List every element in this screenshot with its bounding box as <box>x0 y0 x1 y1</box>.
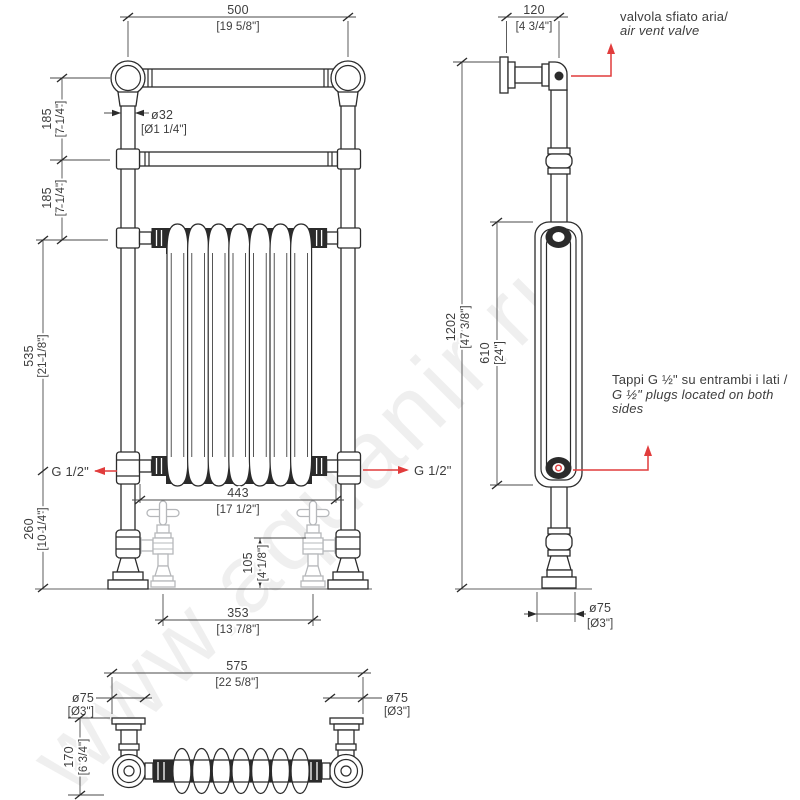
dim-seg4-in: [10 1/4"] <box>37 507 49 550</box>
air-vent-valve-dot <box>554 71 564 81</box>
dim-plan-width-in: [22 5/8"] <box>215 677 258 689</box>
dim-tube-dia-in: [Ø1 1/4"] <box>141 124 187 136</box>
union-nut-bottom-right <box>311 456 328 476</box>
dim-valve-h-in: [4 1/8"] <box>257 545 269 582</box>
g-right-arrow-icon <box>398 466 409 474</box>
dim-depth-mm: 120 <box>523 3 544 17</box>
front-top-rail <box>135 68 341 88</box>
dim-seg4-mm: 260 <box>22 518 36 539</box>
dim-radiator-h-in: [24"] <box>494 341 506 365</box>
note-plugs-l1: Tappi G ½" su entrambi i lati / <box>612 372 788 387</box>
radiator-side <box>534 221 583 488</box>
foot-left <box>107 579 149 590</box>
label-g-half-right: G 1/2" <box>414 463 452 478</box>
dim-height-in: [47 3/8"] <box>460 305 472 348</box>
dim-plan-foot-left-in: [Ø3"] <box>68 706 94 718</box>
front-view <box>35 60 372 590</box>
dim-plan-depth-in: [6 3/4"] <box>78 739 90 776</box>
dim-depth-in: [4 3/4"] <box>516 21 553 33</box>
dim-valve-span-in: [13 7/8"] <box>216 624 259 636</box>
dim-front-width-mm: 500 <box>227 3 248 17</box>
plug-dot <box>555 464 563 472</box>
note-air-vent-it: valvola sfiato aria/ <box>620 9 728 24</box>
dim-tube-dia-mm: ø32 <box>151 108 173 122</box>
dim-conn-in: [17 1/2"] <box>216 504 259 516</box>
note-plugs-l3: sides <box>612 401 644 416</box>
plan-dimensions: 575 [22 5/8"] ø75 [Ø3"] ø75 [Ø3"] 170 [6… <box>60 657 412 800</box>
dim-plan-foot-right-mm: ø75 <box>386 691 408 705</box>
dim-plan-foot-left-mm: ø75 <box>72 691 94 705</box>
dim-plan-depth-mm: 170 <box>62 746 76 767</box>
note-air-vent-en: air vent valve <box>620 23 699 38</box>
plugs-arrow-icon <box>644 445 652 456</box>
dim-front-width-in: [19 5/8"] <box>216 21 259 33</box>
radiator-sections-plan <box>172 747 310 795</box>
front-dimensions: 500 [19 5/8"] ø32 [Ø1 1/4"] 185 [7 1/4"]… <box>20 1 454 638</box>
dim-height-mm: 1202 <box>444 313 458 342</box>
plan-view <box>111 717 364 795</box>
front-post-left <box>120 103 136 559</box>
dim-valve-span-mm: 353 <box>227 606 248 620</box>
dim-valve-h-mm: 105 <box>241 552 255 573</box>
dim-seg2-in: [7 1/4"] <box>55 180 67 217</box>
front-post-right <box>340 103 356 559</box>
dim-radiator-h-mm: 610 <box>478 342 492 363</box>
side-view <box>455 56 592 590</box>
g-left-arrow-icon <box>94 467 105 475</box>
union-nut-top-right <box>311 228 328 248</box>
plan-plate-right <box>329 717 364 725</box>
foot-right <box>327 579 369 590</box>
dim-plan-width-mm: 575 <box>226 659 247 673</box>
air-vent-arrow-icon <box>607 43 615 54</box>
note-plugs-l2: G ½" plugs located on both <box>612 387 774 402</box>
union-nut-top-left <box>151 228 167 248</box>
wall-bracket-flange <box>499 56 509 94</box>
label-g-half-left: G 1/2" <box>51 464 89 479</box>
dim-seg3-mm: 535 <box>22 345 36 366</box>
plan-plate-left <box>111 717 146 725</box>
front-second-rail <box>138 151 339 167</box>
side-dimensions: 120 [4 3/4"] 1202 [47 3/8"] 610 [24"] ø7… <box>442 1 790 632</box>
dim-seg1-in: [7 1/4"] <box>55 101 67 138</box>
dim-side-foot-mm: ø75 <box>589 601 611 615</box>
plugs-leader <box>573 448 649 471</box>
dim-conn-mm: 443 <box>227 486 248 500</box>
dim-seg1-mm: 185 <box>40 108 54 129</box>
radiator-sections-front <box>166 223 313 487</box>
air-vent-leader <box>571 46 612 77</box>
dim-seg2-mm: 185 <box>40 187 54 208</box>
dim-seg3-in: [21 1/8"] <box>37 334 49 377</box>
dim-side-foot-in: [Ø3"] <box>587 618 613 630</box>
side-foot <box>541 576 577 589</box>
union-nut-bottom-left <box>151 456 167 476</box>
dim-plan-foot-right-in: [Ø3"] <box>384 706 410 718</box>
